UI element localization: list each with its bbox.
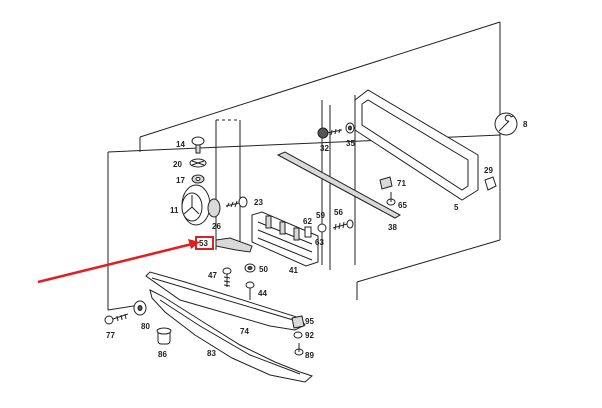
clip-95 bbox=[291, 315, 305, 329]
washer-35 bbox=[345, 122, 355, 134]
trim-strip bbox=[276, 151, 402, 219]
label-77: 77 bbox=[106, 331, 115, 340]
screw-77 bbox=[104, 313, 129, 325]
label-14: 14 bbox=[176, 140, 185, 149]
label-35: 35 bbox=[346, 139, 355, 148]
emblem-fasteners bbox=[189, 136, 207, 184]
screw-23 bbox=[225, 196, 248, 208]
spoiler-74 bbox=[145, 271, 306, 331]
screw-32 bbox=[317, 127, 343, 139]
label-38: 38 bbox=[388, 223, 397, 232]
label-26: 26 bbox=[212, 222, 221, 231]
part-53-highlight bbox=[195, 236, 214, 250]
screw-44 bbox=[245, 281, 255, 300]
screw-56 bbox=[332, 219, 354, 231]
wrench-icon bbox=[494, 112, 518, 136]
clip-86 bbox=[156, 327, 172, 345]
label-71: 71 bbox=[397, 179, 406, 188]
label-65: 65 bbox=[398, 201, 407, 210]
insert-53 bbox=[215, 237, 253, 253]
label-62: 62 bbox=[303, 217, 312, 226]
part-labels: 8 14 20 17 11 26 23 32 35 71 65 29 5 38 … bbox=[106, 120, 528, 360]
label-89: 89 bbox=[305, 351, 314, 360]
label-80: 80 bbox=[141, 322, 150, 331]
label-20: 20 bbox=[173, 160, 182, 169]
grille-insert bbox=[251, 211, 319, 267]
screw-47 bbox=[222, 267, 232, 287]
star-emblem bbox=[181, 184, 221, 226]
spacer-62 bbox=[304, 226, 312, 238]
label-83: 83 bbox=[207, 349, 216, 358]
grille-frame bbox=[354, 89, 479, 201]
label-11: 11 bbox=[170, 206, 179, 215]
label-74: 74 bbox=[240, 327, 249, 336]
screw-65 bbox=[386, 192, 396, 206]
pointer-arrow bbox=[37, 239, 200, 284]
label-95: 95 bbox=[305, 317, 314, 326]
label-44: 44 bbox=[258, 289, 267, 298]
label-17: 17 bbox=[176, 176, 185, 185]
label-50: 50 bbox=[259, 265, 268, 274]
label-86: 86 bbox=[158, 350, 167, 359]
clip-71 bbox=[379, 176, 393, 190]
label-47: 47 bbox=[208, 271, 217, 280]
label-59: 59 bbox=[316, 211, 325, 220]
nut-92 bbox=[293, 331, 303, 339]
label-63: 63 bbox=[315, 238, 324, 247]
label-29: 29 bbox=[484, 166, 493, 175]
label-92: 92 bbox=[305, 331, 314, 340]
nut-50 bbox=[244, 263, 256, 273]
air-dam-83 bbox=[149, 289, 313, 383]
label-5: 5 bbox=[454, 203, 459, 212]
label-41: 41 bbox=[289, 266, 298, 275]
label-32: 32 bbox=[320, 144, 329, 153]
washer-80 bbox=[133, 300, 147, 316]
label-23: 23 bbox=[254, 198, 263, 207]
label-8: 8 bbox=[523, 120, 528, 129]
clip-29 bbox=[484, 176, 497, 191]
washer-59 bbox=[317, 223, 327, 233]
label-53: 53 bbox=[199, 239, 208, 248]
screw-89 bbox=[294, 343, 304, 356]
label-56: 56 bbox=[334, 208, 343, 217]
